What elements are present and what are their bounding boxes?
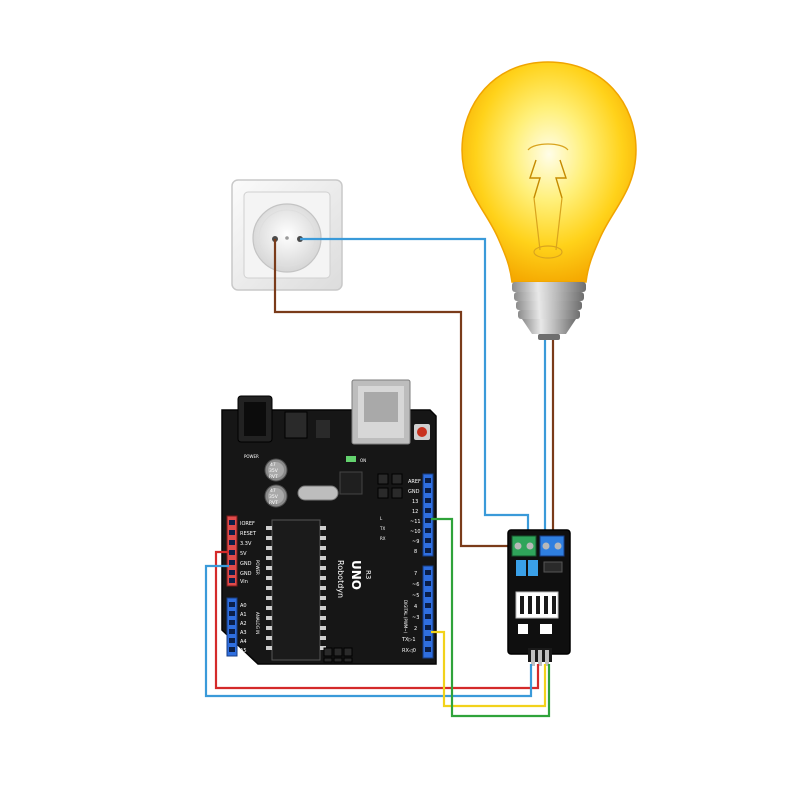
- svg-text:A2: A2: [240, 621, 247, 627]
- svg-text:ON: ON: [360, 458, 366, 463]
- relay-module: [507, 529, 571, 666]
- light-bulb-icon: [461, 61, 637, 340]
- svg-text:A0: A0: [240, 603, 247, 609]
- svg-text:A1: A1: [240, 612, 247, 618]
- svg-text:~9: ~9: [412, 539, 419, 545]
- svg-text:IOREF: IOREF: [240, 521, 255, 527]
- svg-text:RVT: RVT: [269, 500, 278, 506]
- svg-text:RX◁0: RX◁0: [402, 648, 416, 654]
- svg-text:RVT: RVT: [269, 474, 278, 480]
- mains-wires: [273, 237, 555, 548]
- svg-text:7: 7: [414, 571, 417, 577]
- capacitor-1: 47 35V RVT: [264, 458, 288, 482]
- svg-text:~6: ~6: [412, 582, 419, 588]
- svg-text:5V: 5V: [240, 551, 247, 557]
- wire-live: [300, 237, 530, 546]
- wire-neutral: [273, 239, 516, 548]
- svg-text:RX: RX: [380, 536, 386, 541]
- board-brand: Robotdyn: [336, 560, 345, 598]
- svg-text:AREF: AREF: [408, 479, 421, 485]
- svg-text:4: 4: [414, 604, 417, 610]
- svg-text:~3: ~3: [412, 615, 419, 621]
- arduino-uno-board: POWER 47 35V RVT 47 35V RVT ON: [221, 379, 437, 665]
- svg-text:GND: GND: [240, 571, 252, 577]
- svg-text:~10: ~10: [410, 529, 421, 535]
- svg-text:~11: ~11: [410, 519, 421, 525]
- svg-text:POWER: POWER: [255, 560, 260, 575]
- wire-signal-green: [431, 517, 551, 718]
- board-model: UNO: [349, 560, 363, 590]
- svg-text:35V: 35V: [269, 468, 279, 474]
- svg-text:Vin: Vin: [240, 579, 248, 585]
- wire-vcc: [214, 550, 540, 690]
- capacitor-2: 47 35V RVT: [264, 484, 288, 508]
- svg-text:A5: A5: [240, 648, 247, 654]
- svg-text:3.3V: 3.3V: [240, 541, 252, 547]
- control-wires: [204, 517, 551, 718]
- svg-text:GND: GND: [240, 561, 252, 567]
- svg-text:ANALOG IN: ANALOG IN: [255, 612, 260, 634]
- svg-text:47: 47: [270, 488, 276, 494]
- svg-text:13: 13: [412, 499, 418, 505]
- svg-text:12: 12: [412, 509, 418, 515]
- svg-text:L: L: [380, 516, 383, 521]
- svg-text:RESET: RESET: [240, 531, 257, 537]
- svg-text:8: 8: [414, 549, 417, 555]
- svg-text:TX▷1: TX▷1: [401, 637, 416, 643]
- power-label: POWER: [244, 454, 259, 459]
- svg-text:TX: TX: [379, 526, 385, 531]
- svg-text:35V: 35V: [269, 494, 279, 500]
- wire-gnd: [204, 564, 533, 698]
- svg-text:GND: GND: [408, 489, 420, 495]
- wire-signal-yellow: [431, 630, 547, 708]
- svg-text:A4: A4: [240, 639, 247, 645]
- svg-text:~5: ~5: [412, 593, 419, 599]
- svg-text:A3: A3: [240, 630, 247, 636]
- svg-text:DIGITAL (PWM~): DIGITAL (PWM~): [403, 600, 408, 634]
- svg-text:2: 2: [414, 626, 417, 632]
- board-rev: R3: [364, 570, 372, 579]
- power-socket-icon: [231, 179, 343, 291]
- svg-text:47: 47: [270, 462, 276, 468]
